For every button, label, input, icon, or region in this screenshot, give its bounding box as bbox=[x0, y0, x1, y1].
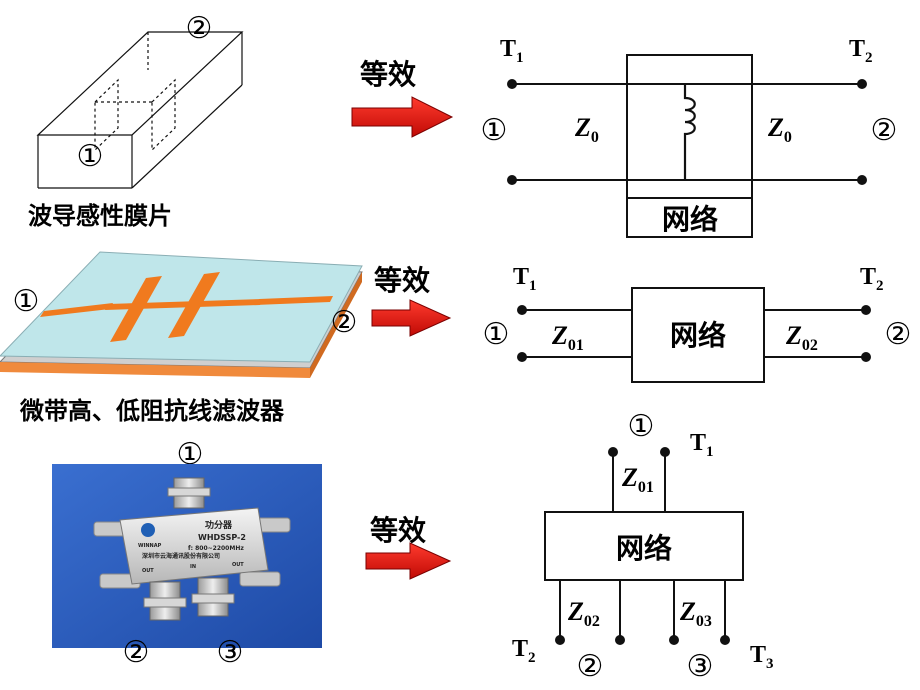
impedance-Z01-row3: Z01 bbox=[621, 463, 654, 496]
divider-out1-text: OUT bbox=[142, 568, 154, 574]
network-diagram-3 bbox=[544, 447, 744, 645]
port-2-row1: ② bbox=[871, 113, 898, 148]
port-1-row3: ① bbox=[628, 409, 655, 444]
network-label-1: 网络 bbox=[662, 203, 718, 236]
network-box-2 bbox=[631, 287, 765, 383]
network-diagram-1 bbox=[507, 54, 867, 238]
microstrip-port-1-label: ① bbox=[13, 284, 40, 319]
terminal-T1-row2: T1 bbox=[513, 264, 537, 294]
divider-port-2-label: ② bbox=[123, 635, 150, 670]
impedance-Z02-row3: Z02 bbox=[567, 597, 600, 630]
terminal-T2-row1: T2 bbox=[849, 36, 873, 66]
divider-name-text: 功分器 bbox=[205, 519, 233, 531]
impedance-Z01-row2: Z01 bbox=[551, 321, 584, 354]
network-box-1 bbox=[626, 54, 753, 238]
microstrip-illustration bbox=[0, 251, 363, 378]
terminal-T1-row1: T1 bbox=[500, 36, 524, 66]
waveguide-port-2-label: ② bbox=[186, 11, 213, 46]
divider-port-3-label: ③ bbox=[217, 635, 244, 670]
port-1-row1: ① bbox=[481, 113, 508, 148]
terminal-T1-row3: T1 bbox=[690, 430, 714, 460]
impedance-Z03-row3: Z03 bbox=[679, 597, 712, 630]
microstrip-caption: 微带高、低阻抗线滤波器 bbox=[19, 397, 285, 425]
divider-model-text: WHDSSP-2 bbox=[198, 533, 246, 542]
waveguide-illustration bbox=[36, 31, 244, 189]
diaphragm-outline bbox=[94, 78, 176, 152]
network-box-3 bbox=[544, 511, 744, 581]
terminal-T2-row3: T2 bbox=[512, 636, 536, 666]
divider-out2-text: OUT bbox=[232, 562, 244, 568]
equivalent-label-2: 等效 bbox=[374, 264, 430, 297]
power-divider-photo: WINNAP bbox=[52, 464, 322, 648]
equivalent-arrow-2 bbox=[371, 299, 452, 337]
network-label-2: 网络 bbox=[670, 319, 726, 352]
svg-text:WINNAP: WINNAP bbox=[138, 543, 162, 549]
microstrip-port-2-label: ② bbox=[331, 305, 358, 340]
inductor-symbol bbox=[683, 84, 696, 180]
divider-freq-text: f: 800~2200MHz bbox=[188, 545, 244, 552]
divider-in-text: IN bbox=[190, 564, 196, 570]
port-1-row2: ① bbox=[483, 317, 510, 352]
impedance-Z0-left: Z0 bbox=[574, 113, 599, 146]
terminal-T3-row3: T3 bbox=[750, 642, 774, 672]
divider-maker-text: 深圳市云海通讯股份有限公司 bbox=[142, 552, 220, 560]
network-diagram-2 bbox=[517, 287, 871, 383]
network-label-3: 网络 bbox=[616, 532, 672, 565]
equivalent-label-3: 等效 bbox=[370, 514, 426, 547]
port-2-row3: ② bbox=[577, 649, 604, 684]
equivalent-arrow-3 bbox=[365, 542, 452, 580]
equivalent-arrow-1 bbox=[351, 96, 454, 138]
impedance-Z0-right: Z0 bbox=[767, 113, 792, 146]
microstrip-trace bbox=[40, 272, 333, 342]
impedance-Z02-row2: Z02 bbox=[785, 321, 818, 354]
port-2-row2: ② bbox=[885, 317, 912, 352]
port-3-row3: ③ bbox=[687, 649, 714, 684]
equivalent-label-1: 等效 bbox=[360, 58, 416, 91]
waveguide-port-1-label: ① bbox=[77, 139, 104, 174]
waveguide-caption: 波导感性膜片 bbox=[28, 202, 172, 230]
terminal-T2-row2: T2 bbox=[860, 264, 884, 294]
